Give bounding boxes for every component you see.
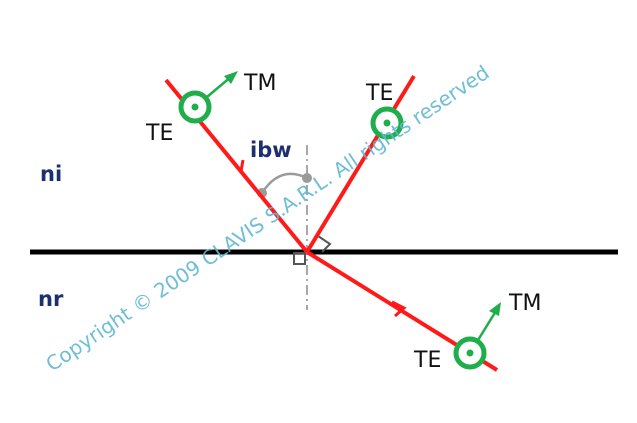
refracted-ray-arrow xyxy=(391,300,407,318)
incident-tm-arrowhead xyxy=(224,71,238,84)
copyright-watermark: Copyright © 2009 CLAVIS S.A.R.L. All rig… xyxy=(41,60,493,376)
arc-end-dot xyxy=(302,173,312,183)
refracted-te-marker xyxy=(453,336,487,370)
incident-ray-arrow xyxy=(232,159,245,175)
medium-ni-label: ni xyxy=(40,162,62,186)
reflected-ray xyxy=(305,74,416,254)
reflected-te-label: TE xyxy=(365,81,393,106)
incident-te-marker xyxy=(178,90,212,124)
incident-tm-label: TM xyxy=(243,71,276,96)
ray-angle-marker xyxy=(317,235,332,253)
incident-te-label: TE xyxy=(145,121,173,146)
angle-ibw-label: ibw xyxy=(250,138,292,162)
reflected-te-marker xyxy=(370,106,404,140)
right-angle-marker xyxy=(293,252,306,265)
refracted-te-label: TE xyxy=(413,348,441,373)
refracted-tm-label: TM xyxy=(508,291,541,316)
refracted-tm-arrowhead xyxy=(489,302,501,316)
medium-nr-label: nr xyxy=(38,287,64,311)
